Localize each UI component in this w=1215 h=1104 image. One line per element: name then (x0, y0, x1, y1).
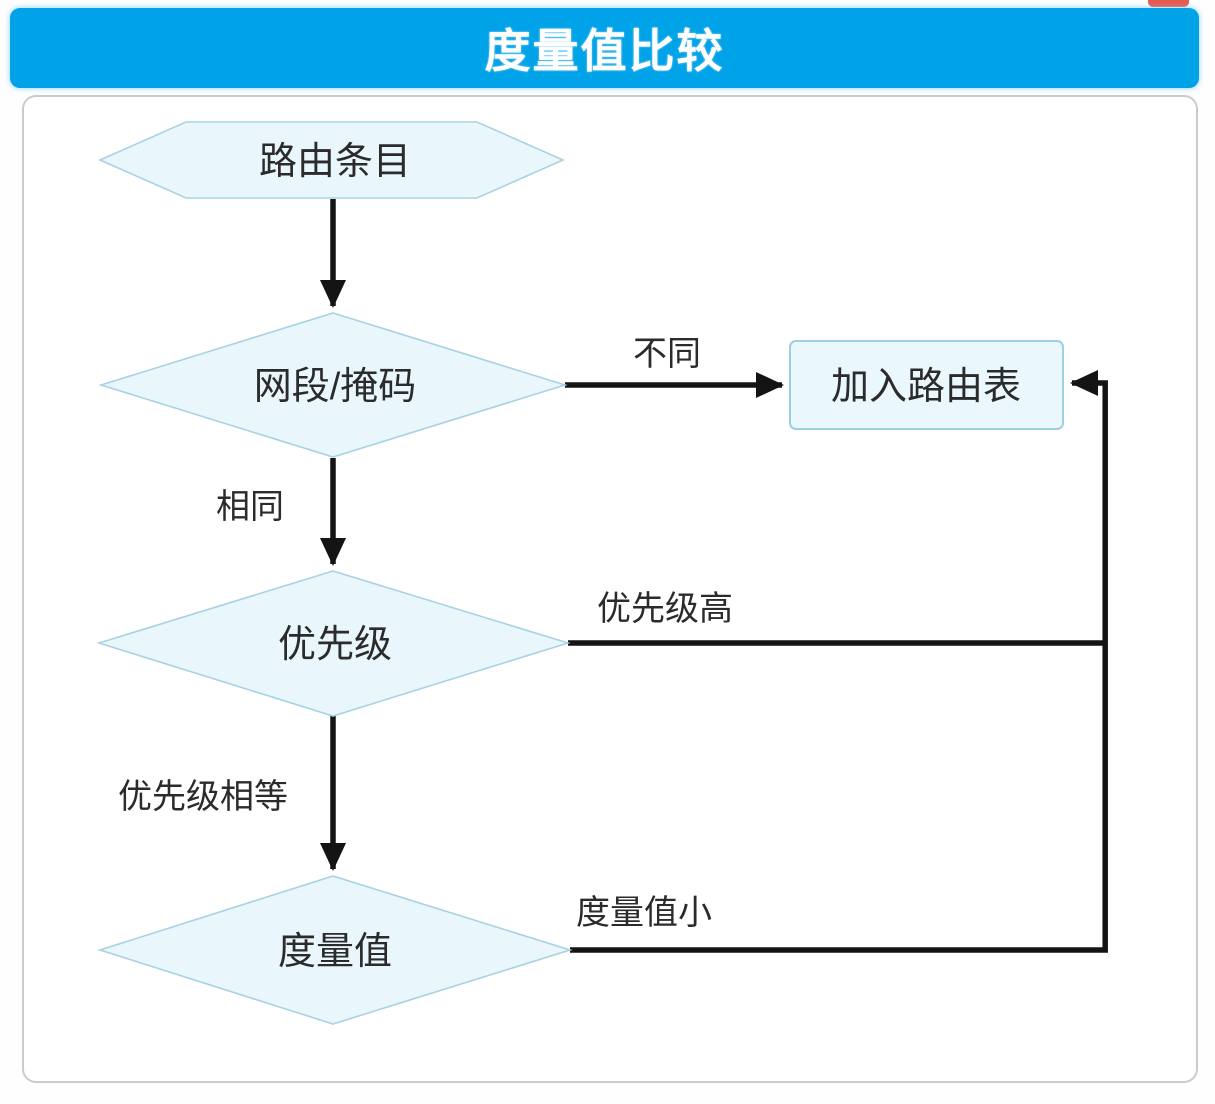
flowchart-panel (22, 95, 1198, 1083)
page-title: 度量值比较 (484, 25, 725, 77)
title-bar: 度量值比较 (10, 8, 1199, 88)
close-button-fragment[interactable] (1148, 0, 1189, 7)
